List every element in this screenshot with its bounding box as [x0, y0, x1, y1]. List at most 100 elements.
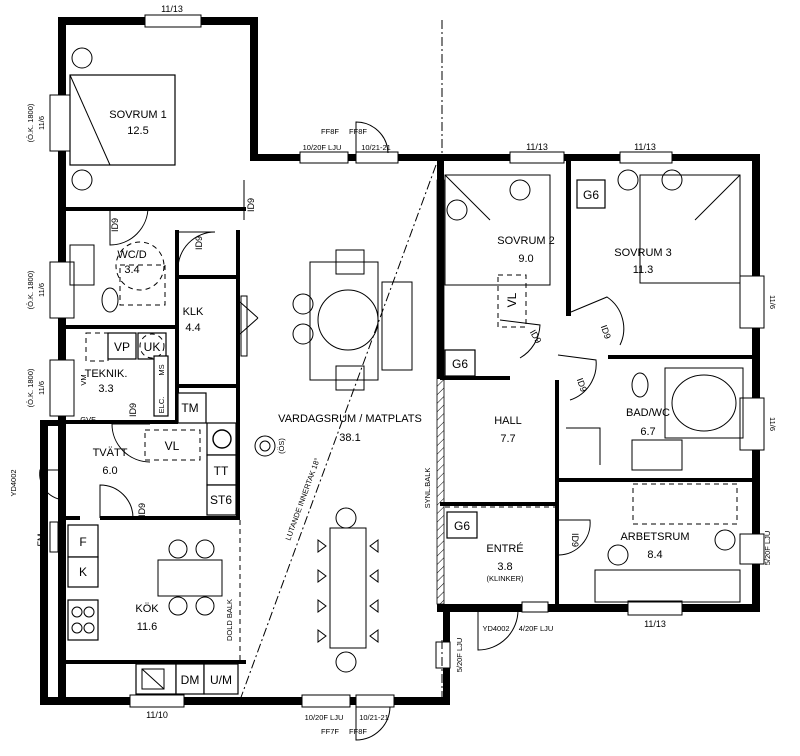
window-ok-wc: (Ö.K. 1800) — [26, 270, 35, 309]
tvatt-fixtures — [80, 392, 237, 516]
window-ff7f-bottom: FF7F — [321, 727, 339, 736]
door-id9-living: ID9 — [246, 198, 256, 212]
bed-sovrum2 — [444, 174, 551, 377]
fixture-st6: ST6 — [210, 493, 232, 507]
room-label-wcd: WC/D — [117, 249, 146, 261]
fixture-g6-sovrum3: G6 — [583, 188, 599, 202]
door-yd4002-entry: YD4002 — [482, 624, 509, 633]
room-area-tvatt: 6.0 — [102, 465, 117, 477]
door-id9-kok: ID9 — [137, 503, 147, 517]
door-id9-sovrum2: ID9 — [528, 328, 544, 345]
living-furniture — [239, 249, 413, 673]
fm-box — [49, 521, 59, 553]
door-id9-bad: ID9 — [575, 377, 589, 394]
fixture-vm: VM — [79, 374, 88, 385]
window-116-sovrum3: 11/6 — [768, 295, 777, 309]
room-label-sovrum3: SOVRUM 3 — [614, 247, 671, 259]
window-116-wc: 11/6 — [37, 283, 46, 297]
room-label-sovrum1: SOVRUM 1 — [109, 109, 166, 121]
fixture-os: (ÖS) — [277, 438, 286, 454]
windows — [49, 14, 765, 708]
room-area-vardagsrum: 38.1 — [339, 432, 360, 444]
window-116-teknik: 11/6 — [37, 381, 46, 395]
fixture-fm: FM — [36, 534, 46, 547]
door-lju-520f: 5/20F LJU — [455, 638, 464, 673]
fixture-ms: MS — [157, 364, 166, 375]
window-1113-top: 11/13 — [161, 4, 183, 14]
window-1113-sovrum3: 11/13 — [634, 142, 656, 152]
room-label-arbetsrum: ARBETSRUM — [620, 531, 689, 543]
fixture-g6-entre: G6 — [454, 519, 470, 533]
fixture-k: K — [79, 565, 87, 579]
fixture-um: U/M — [210, 673, 232, 687]
room-area-klk: 4.4 — [185, 322, 200, 334]
room-area-kok: 11.6 — [137, 621, 158, 633]
room-label-klk: KLK — [183, 306, 204, 318]
window-116-bad: 11/6 — [768, 417, 777, 431]
fixture-gvf: GVF — [80, 415, 96, 424]
window-1021-bottom: 10/21-21 — [359, 713, 389, 722]
fixture-f: F — [79, 535, 86, 549]
room-label-entre: ENTRÉ — [486, 542, 523, 555]
doors — [39, 121, 625, 741]
fixture-vp: VP — [114, 340, 130, 354]
window-ok-teknik: (Ö.K. 1800) — [26, 368, 35, 407]
bed-sovrum1 — [69, 47, 176, 191]
room-area-sovrum3: 11.3 — [633, 264, 654, 276]
window-ok-s1: (Ö.K. 1800) — [26, 103, 35, 142]
door-id9-tvatt: ID9 — [128, 403, 138, 417]
fixture-g6-sovrum2: G6 — [452, 357, 468, 371]
fixture-vl-tvatt: VL — [165, 439, 180, 453]
window-1021-top: 10/21-21 — [361, 143, 391, 152]
window-1020f-top: 10/20F LJU — [303, 143, 342, 152]
roof-lines — [239, 20, 443, 701]
bed-sovrum3 — [576, 169, 741, 284]
door-lju-520f-right: 5/20F LJU — [763, 531, 772, 566]
window-1110-kok: 11/10 — [146, 710, 168, 720]
door-lju-entry: 4/20F LJU — [519, 624, 554, 633]
room-label-hall: HALL — [494, 415, 522, 427]
fixture-elc: ELC. — [157, 397, 166, 414]
wc-fixtures — [69, 241, 166, 313]
fixture-vl-sovrum2: VL — [505, 292, 519, 307]
note-dold-balk: DOLD BALK — [225, 599, 234, 641]
hatched-wall — [436, 179, 445, 605]
hall-fixtures — [445, 506, 555, 539]
desk-fixtures — [594, 483, 741, 603]
fixture-uk: UK — [144, 340, 161, 354]
window-ff8f-top: FF8F — [321, 127, 339, 136]
window-ff8f-top-b: FF8F — [349, 127, 367, 136]
room-area-teknik: 3.3 — [98, 383, 113, 395]
room-label-badwc: BAD/WC — [626, 407, 670, 419]
room-area-wcd: 3.4 — [124, 264, 139, 276]
room-label-teknik: TEKNIK. — [85, 368, 128, 380]
room-area-badwc: 6.7 — [640, 426, 655, 438]
room-label-sovrum2: SOVRUM 2 — [497, 235, 554, 247]
room-area-sovrum2: 9.0 — [518, 253, 533, 265]
fixture-tm: TM — [181, 401, 198, 415]
room-label-vardagsrum: VARDAGSRUM / MATPLATS — [278, 413, 422, 425]
room-label-kok: KÖK — [135, 603, 159, 615]
room-note-entre: (KLINKER) — [486, 574, 524, 583]
bath-fixtures — [566, 367, 744, 471]
room-area-hall: 7.7 — [500, 433, 515, 445]
fixture-dm: DM — [181, 673, 200, 687]
room-label-tvatt: TVÄTT — [93, 447, 128, 459]
kitchen-fixtures — [67, 524, 239, 695]
interior-walls — [66, 161, 756, 664]
door-id9-klk: ID9 — [194, 236, 204, 250]
door-id9-wc: ID9 — [110, 218, 120, 232]
teknik-fixtures — [85, 332, 169, 417]
window-1020f-bottom: 10/20F LJU — [305, 713, 344, 722]
room-area-arbetsrum: 8.4 — [647, 549, 662, 561]
door-id9-arbetsrum: ID9 — [570, 533, 580, 547]
window-1113-sovrum2: 11/13 — [526, 142, 548, 152]
note-synl-balk: SYNL.BALK — [423, 468, 432, 509]
fixture-tt: TT — [214, 464, 229, 478]
window-ff8f-bottom: FF8F — [349, 727, 367, 736]
window-1113-arbetsrum: 11/13 — [644, 619, 666, 629]
room-area-sovrum1: 12.5 — [127, 125, 148, 137]
door-yd4002-left: YD4002 — [9, 469, 18, 496]
window-116-s1: 11/6 — [37, 116, 46, 130]
